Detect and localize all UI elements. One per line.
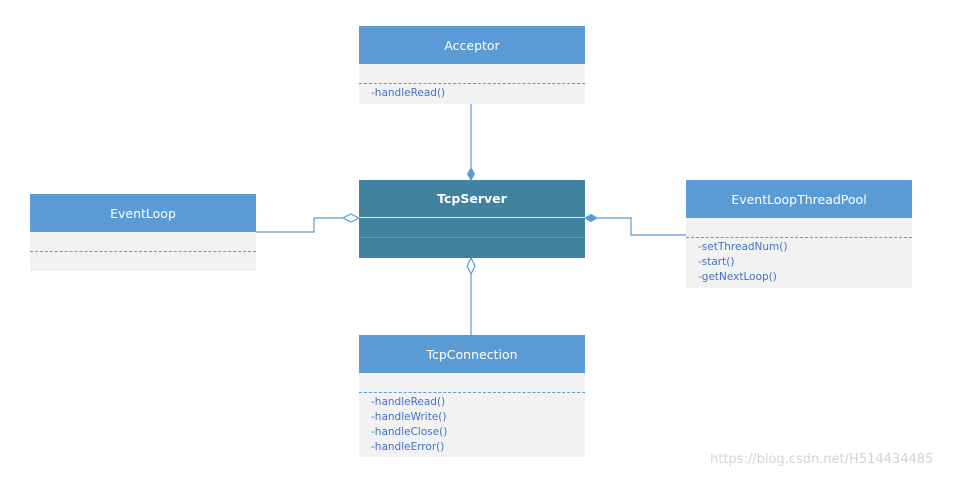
watermark: https://blog.csdn.net/H514434485 (710, 452, 934, 467)
class-methods: -handleRead() (359, 84, 585, 101)
class-acceptor: Acceptor -handleRead() (359, 26, 585, 104)
composition-diamond-icon (584, 213, 598, 223)
class-tcpconnection: TcpConnection -handleRead() -handleWrite… (359, 335, 585, 457)
class-header: TcpServer (359, 180, 585, 218)
method-item: -handleRead() (371, 396, 446, 408)
class-methods: -setThreadNum() -start() -getNextLoop() (686, 238, 912, 285)
class-attributes (359, 64, 585, 84)
method-item: -handleRead() (371, 87, 446, 99)
relation-threadpool-tcpserver (584, 213, 686, 236)
class-attributes (30, 232, 256, 252)
method-item: -getNextLoop() (698, 271, 777, 283)
class-attributes (686, 218, 912, 238)
class-name: EventLoopThreadPool (731, 191, 867, 207)
class-name: Acceptor (444, 37, 500, 53)
relation-tcpconnection-tcpserver (466, 256, 476, 335)
class-name: TcpServer (437, 191, 507, 206)
class-eventloop: EventLoop (30, 194, 256, 271)
class-eventloopthreadpool: EventLoopThreadPool -setThreadNum() -sta… (686, 180, 912, 288)
relation-eventloop-tcpserver (256, 213, 361, 233)
class-header: EventLoop (30, 194, 256, 232)
composition-diamond-icon (466, 167, 476, 181)
aggregation-diamond-icon (466, 256, 476, 276)
method-item: -setThreadNum() (698, 241, 788, 253)
class-methods (359, 238, 585, 240)
method-item: -handleError() (371, 441, 445, 453)
relation-line (597, 217, 686, 236)
aggregation-diamond-icon (341, 213, 361, 223)
class-methods (30, 252, 256, 254)
class-attributes (359, 373, 585, 393)
class-header: Acceptor (359, 26, 585, 64)
method-item: -handleClose() (371, 426, 448, 438)
class-header: TcpConnection (359, 335, 585, 373)
class-name: EventLoop (110, 205, 176, 221)
class-attributes (359, 218, 585, 238)
class-header: EventLoopThreadPool (686, 180, 912, 218)
class-tcpserver: TcpServer (359, 180, 585, 258)
method-item: -start() (698, 256, 735, 268)
relation-line (256, 217, 343, 233)
class-name: TcpConnection (426, 346, 518, 362)
method-item: -handleWrite() (371, 411, 447, 423)
relation-acceptor-tcpserver (466, 104, 476, 181)
class-methods: -handleRead() -handleWrite() -handleClos… (359, 393, 585, 455)
